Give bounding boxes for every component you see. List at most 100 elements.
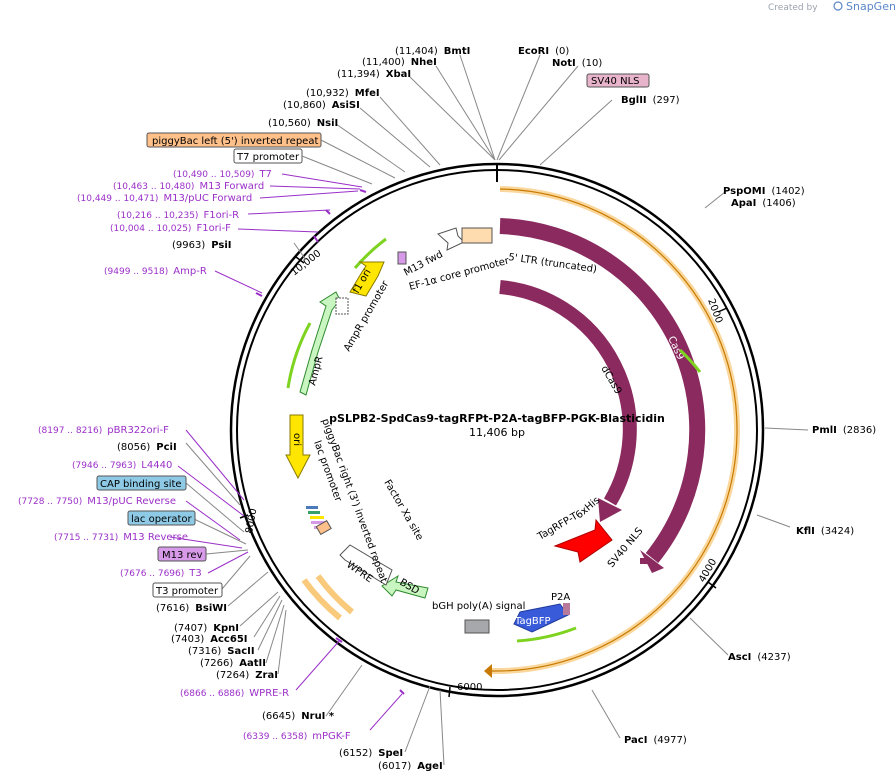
tagrfp-feature[interactable]	[553, 518, 613, 563]
m13-rev-label: M13 rev	[162, 550, 203, 561]
site-spei[interactable]: (6152)SpeI	[339, 748, 403, 759]
site-asci[interactable]: AscI(4237)	[728, 652, 791, 663]
cap-binding-site-label: CAP binding site	[100, 479, 182, 490]
m13fwd-block	[397, 251, 407, 265]
primer-pbr322ori-f[interactable]: (8197 .. 8216)pBR322ori-F	[38, 425, 169, 436]
created-by-label: Created by	[768, 3, 818, 13]
green-arrow-bottom	[516, 626, 577, 643]
factor-xa-label: Factor Xa site	[381, 478, 425, 542]
site-leader-lines	[185, 54, 809, 766]
ori-feature[interactable]	[285, 414, 311, 480]
site-pmli[interactable]: PmlI(2836)	[812, 425, 876, 436]
ampr-feature[interactable]	[299, 291, 341, 396]
site-mfei[interactable]: (10,932)MfeI	[306, 88, 380, 99]
orange-arrow-2	[301, 578, 342, 621]
site-ecori[interactable]: EcoRI(0)	[518, 46, 569, 57]
ef1a-feature[interactable]	[437, 227, 465, 251]
p2a-label: P2A	[551, 592, 570, 603]
cas9-arrowhead	[640, 550, 664, 573]
bgh-block[interactable]	[464, 619, 490, 634]
sv40-nls-box[interactable]	[586, 73, 650, 88]
sv40-nls-box-label: SV40 NLS	[591, 76, 640, 87]
outer-feature-line	[491, 188, 738, 672]
primer-leaders-top	[214, 173, 363, 294]
site-apai[interactable]: ApaI(1406)	[731, 198, 796, 209]
tick-8000: 8000	[244, 508, 259, 535]
bgh-label: bGH poly(A) signal	[432, 601, 525, 612]
primer-marks	[255, 189, 405, 695]
site-nrui[interactable]: (6645)NruI *	[262, 711, 335, 722]
t7-promoter-leader	[301, 155, 373, 185]
ltr-feature[interactable]	[461, 227, 493, 244]
t3-promoter-label: T3 promoter	[155, 586, 219, 597]
site-agei[interactable]: (6017)AgeI	[378, 761, 443, 772]
site-psii[interactable]: (9963)PsiI	[172, 240, 232, 251]
site-pcii[interactable]: (8056)PciI	[117, 442, 177, 453]
site-kfli[interactable]: KflI(3424)	[796, 526, 854, 537]
site-acc65i[interactable]: (7403)Acc65I	[171, 634, 248, 645]
tick-marks	[239, 256, 728, 698]
site-nhei[interactable]: (11,400)NheI	[362, 57, 437, 68]
lac-cluster	[306, 506, 332, 536]
outer-feature-arrowhead	[484, 664, 492, 678]
primer-t7[interactable]: (10,490 .. 10,509)T7	[173, 169, 272, 180]
dcas9-arrowhead	[598, 498, 622, 522]
snapgene-logo-icon	[833, 1, 843, 11]
primer-leaders-left	[169, 429, 249, 574]
site-bsiwi[interactable]: (7616)BsiWI	[156, 603, 227, 614]
primer-f1ori-r[interactable]: (10,216 .. 10,235)F1ori-R	[117, 210, 239, 221]
site-sacii[interactable]: (7316)SacII	[188, 646, 255, 657]
site-noti[interactable]: NotI(10)	[552, 58, 602, 69]
green-arrow-left	[286, 322, 312, 389]
tagbfp-label: TagBFP	[514, 616, 551, 627]
wpre-feature[interactable]	[339, 544, 393, 586]
site-bglii[interactable]: BglII(297)	[621, 95, 680, 106]
plasmid-size: 11,406 bp	[469, 426, 525, 439]
primer-m13-reverse[interactable]: (7715 .. 7731)M13 Reverse	[54, 532, 188, 543]
tick-6000: 6000	[457, 682, 482, 693]
primer-f1ori-f[interactable]: (10,004 .. 10,025)F1ori-F	[110, 223, 231, 234]
box-leaders-left	[185, 482, 251, 590]
primer-m13puc-forward[interactable]: (10,449 .. 10,471)M13/pUC Forward	[77, 193, 252, 204]
site-kpni[interactable]: (7407)KpnI	[174, 623, 239, 634]
site-nsii[interactable]: (10,560)NsiI	[268, 118, 338, 129]
site-zrai[interactable]: (7264)ZraI	[216, 670, 278, 681]
tagbfp-feature[interactable]	[513, 603, 569, 633]
f1ori-feature[interactable]	[349, 261, 385, 297]
cas9-arc[interactable]	[499, 218, 706, 564]
piggybac-left-leader	[320, 139, 396, 179]
primer-m13-forward[interactable]: (10,463 .. 10,480)M13 Forward	[113, 181, 264, 192]
m13-rev-box[interactable]	[157, 546, 207, 562]
bsd-feature[interactable]	[381, 574, 429, 599]
green-arrow-top	[353, 237, 387, 269]
dcas9-arc[interactable]	[499, 280, 637, 506]
t7-promoter-label: T7 promoter	[236, 152, 300, 163]
p2a-block	[563, 603, 570, 615]
cap-binding-site-box[interactable]	[96, 475, 187, 491]
snapgene-brand: SnapGene	[846, 0, 895, 13]
green-arrow-right	[678, 348, 702, 373]
site-asisi[interactable]: (10,860)AsiSI	[283, 100, 360, 111]
primer-wpre-r[interactable]: (6866 .. 6886)WPRE-R	[180, 688, 289, 699]
site-paci[interactable]: PacI(4977)	[624, 735, 687, 746]
primer-l4440[interactable]: (7946 .. 7963)L4440	[72, 460, 172, 471]
piggybac-left-label: piggyBac left (5') inverted repeat	[152, 136, 318, 147]
wpre-r-leader	[295, 639, 341, 691]
site-bmti[interactable]: (11,404)BmtI	[395, 46, 470, 57]
primer-m13puc-reverse[interactable]: (7728 .. 7750)M13/pUC Reverse	[18, 496, 176, 507]
lac-operator-box[interactable]	[127, 510, 196, 526]
t3-promoter-box[interactable]	[152, 582, 223, 598]
site-pspomi[interactable]: PspOMI(1402)	[723, 186, 805, 197]
his6-label: 6xHis	[574, 495, 602, 521]
lac-operator-label: lac operator	[131, 514, 192, 525]
primer-mpgk-f[interactable]: (6339 .. 6358)mPGK-F	[243, 731, 351, 742]
primer-t3[interactable]: (7676 .. 7696)T3	[120, 568, 202, 579]
sv40nls-inner-label: SV40 NLS	[606, 526, 646, 570]
ampr-promoter-block	[335, 297, 349, 315]
primer-amp-r[interactable]: (9499 .. 9518)Amp-R	[104, 266, 207, 277]
sv40nls-inner-block	[640, 558, 648, 564]
plasmid-name: pSLPB2-SpdCas9-tagRFPt-P2A-tagBFP-PGK-Bl…	[329, 412, 665, 425]
site-aatii[interactable]: (7266)AatII	[200, 658, 266, 669]
site-xbai[interactable]: (11,394)XbaI	[337, 69, 411, 80]
